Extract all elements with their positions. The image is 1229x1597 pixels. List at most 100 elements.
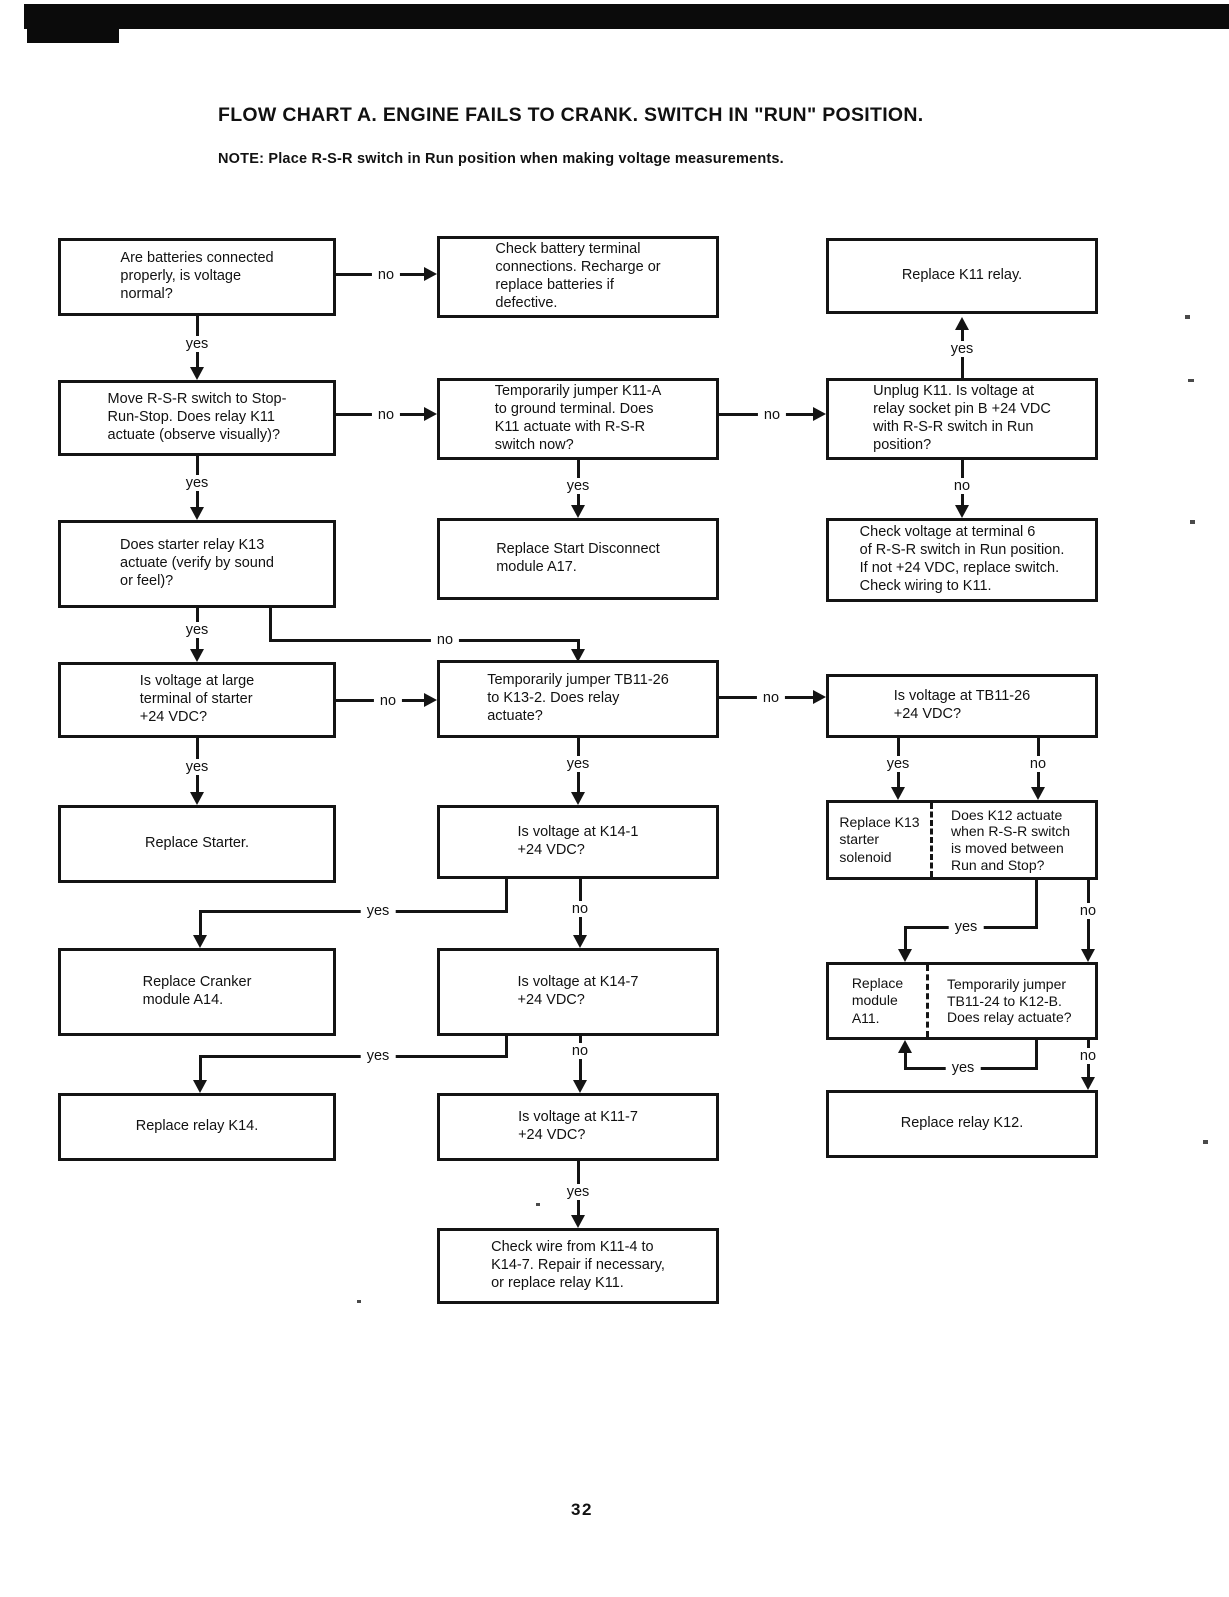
flow-node-l7-text: Replace relay K14. [135, 1118, 259, 1135]
edge-label-no: no [1073, 903, 1103, 919]
flow-node-r6a: Replace module A11. [829, 965, 929, 1037]
edge-label-yes: yes [880, 756, 916, 772]
flow-node-r5a-text: Replace K13 starter solenoid [839, 813, 920, 865]
flow-node-m2: Temporarily jumper K11-A to ground termi… [437, 378, 719, 460]
flow-node-m2-text: Temporarily jumper K11-A to ground termi… [494, 383, 662, 453]
edge-line [269, 608, 272, 642]
arrowhead-down [1031, 787, 1045, 800]
flow-node-m5: Is voltage at K14-1 +24 VDC? [437, 805, 719, 879]
flow-node-l2: Move R-S-R switch to Stop- Run-Stop. Doe… [58, 380, 336, 456]
edge-line [269, 639, 580, 642]
scan-speck [1190, 520, 1195, 524]
edge-label-no: no [1073, 1048, 1103, 1064]
scan-top-bar [24, 4, 1229, 29]
scan-speck [1185, 315, 1190, 319]
flow-node-m3: Replace Start Disconnect module A17. [437, 518, 719, 600]
edge-label-no: no [756, 690, 786, 706]
arrowhead-down [571, 1215, 585, 1228]
edge-label-yes: yes [179, 622, 215, 638]
edge-label-no: no [371, 407, 401, 423]
arrowhead-right [813, 407, 826, 421]
edge-label-yes: yes [360, 903, 396, 919]
edge-label-yes: yes [179, 759, 215, 775]
arrowhead-down [571, 792, 585, 805]
edge-line [1035, 880, 1038, 929]
arrowhead-down [898, 949, 912, 962]
edge-line [577, 639, 580, 650]
flow-node-r6b: Temporarily jumper TB11-24 to K12-B. Doe… [929, 965, 1095, 1037]
arrowhead-down [190, 507, 204, 520]
flow-node-m8-text: Check wire from K11-4 to K14-7. Repair i… [491, 1239, 665, 1291]
edge-label-yes: yes [560, 1184, 596, 1200]
flow-node-r3: Check voltage at terminal 6 of R-S-R swi… [826, 518, 1098, 602]
flow-node-r6b-text: Temporarily jumper TB11-24 to K12-B. Doe… [947, 975, 1072, 1026]
edge-label-no: no [947, 478, 977, 494]
edge-label-no: no [430, 632, 460, 648]
arrowhead-down [190, 367, 204, 380]
flow-node-l4-text: Is voltage at large terminal of starter … [139, 673, 255, 725]
arrowhead-down [891, 787, 905, 800]
flow-node-r5b-text: Does K12 actuate when R-S-R switch is mo… [951, 806, 1071, 873]
flow-node-m6: Is voltage at K14-7 +24 VDC? [437, 948, 719, 1036]
edge-label-yes: yes [944, 341, 980, 357]
flow-node-l4: Is voltage at large terminal of starter … [58, 662, 336, 738]
flow-node-r5: Replace K13 starter solenoid Does K12 ac… [826, 800, 1098, 880]
arrowhead-up [955, 317, 969, 330]
edge-line [505, 1036, 508, 1058]
flow-node-l1-text: Are batteries connected properly, is vol… [120, 250, 274, 302]
flow-node-l7: Replace relay K14. [58, 1093, 336, 1161]
edge-line [505, 879, 508, 913]
flow-node-m8: Check wire from K11-4 to K14-7. Repair i… [437, 1228, 719, 1304]
edge-label-no: no [757, 407, 787, 423]
flow-node-m7: Is voltage at K11-7 +24 VDC? [437, 1093, 719, 1161]
arrowhead-down [573, 1080, 587, 1093]
flow-node-r3-text: Check voltage at terminal 6 of R-S-R swi… [859, 524, 1065, 594]
flow-node-l6: Replace Cranker module A14. [58, 948, 336, 1036]
edge-label-no: no [371, 267, 401, 283]
edge-line [1035, 1040, 1038, 1070]
edge-line [904, 1053, 907, 1070]
page-title: FLOW CHART A. ENGINE FAILS TO CRANK. SWI… [218, 104, 924, 126]
arrowhead-down [573, 935, 587, 948]
edge-label-yes: yes [948, 919, 984, 935]
edge-label-yes: yes [179, 336, 215, 352]
flow-node-m1: Check battery terminal connections. Rech… [437, 236, 719, 318]
flow-node-l5-text: Replace Starter. [145, 835, 249, 852]
arrowhead-down [1081, 1077, 1095, 1090]
flow-node-m6-text: Is voltage at K14-7 +24 VDC? [517, 974, 639, 1008]
page-number: 32 [571, 1500, 593, 1519]
flow-node-l2-text: Move R-S-R switch to Stop- Run-Stop. Doe… [107, 391, 287, 443]
arrowhead-right [424, 407, 437, 421]
flow-node-r2: Unplug K11. Is voltage at relay socket p… [826, 378, 1098, 460]
flow-node-r2-text: Unplug K11. Is voltage at relay socket p… [873, 383, 1051, 453]
arrowhead-right [424, 267, 437, 281]
scan-speck [1203, 1140, 1208, 1144]
edge-label-yes: yes [560, 756, 596, 772]
flow-node-m4: Temporarily jumper TB11-26 to K13-2. Doe… [437, 660, 719, 738]
arrowhead-down [193, 1080, 207, 1093]
flow-node-m1-text: Check battery terminal connections. Rech… [495, 241, 661, 311]
arrowhead-down [190, 792, 204, 805]
edge-line [199, 910, 202, 935]
arrowhead-down [955, 505, 969, 518]
flow-node-r4-text: Is voltage at TB11-26 +24 VDC? [893, 688, 1031, 722]
flow-node-m7-text: Is voltage at K11-7 +24 VDC? [518, 1109, 638, 1143]
arrowhead-down [190, 649, 204, 662]
scan-speck [1188, 379, 1194, 382]
flow-node-l1: Are batteries connected properly, is vol… [58, 238, 336, 316]
flow-node-r7-text: Replace relay K12. [900, 1115, 1024, 1132]
flow-node-r6a-text: Replace module A11. [851, 974, 904, 1026]
flow-node-r6: Replace module A11. Temporarily jumper T… [826, 962, 1098, 1040]
edge-label-yes: yes [945, 1060, 981, 1076]
edge-label-yes: yes [360, 1048, 396, 1064]
flow-node-l6-text: Replace Cranker module A14. [142, 974, 252, 1008]
edge-line [199, 910, 508, 913]
flow-node-r5a: Replace K13 starter solenoid [829, 803, 933, 877]
scan-top-bar-blob [27, 4, 119, 43]
flow-node-r4: Is voltage at TB11-26 +24 VDC? [826, 674, 1098, 738]
flow-node-m3-text: Replace Start Disconnect module A17. [496, 541, 660, 575]
flow-node-r1-text: Replace K11 relay. [901, 267, 1023, 284]
scan-speck [357, 1300, 361, 1303]
arrowhead-down [193, 935, 207, 948]
